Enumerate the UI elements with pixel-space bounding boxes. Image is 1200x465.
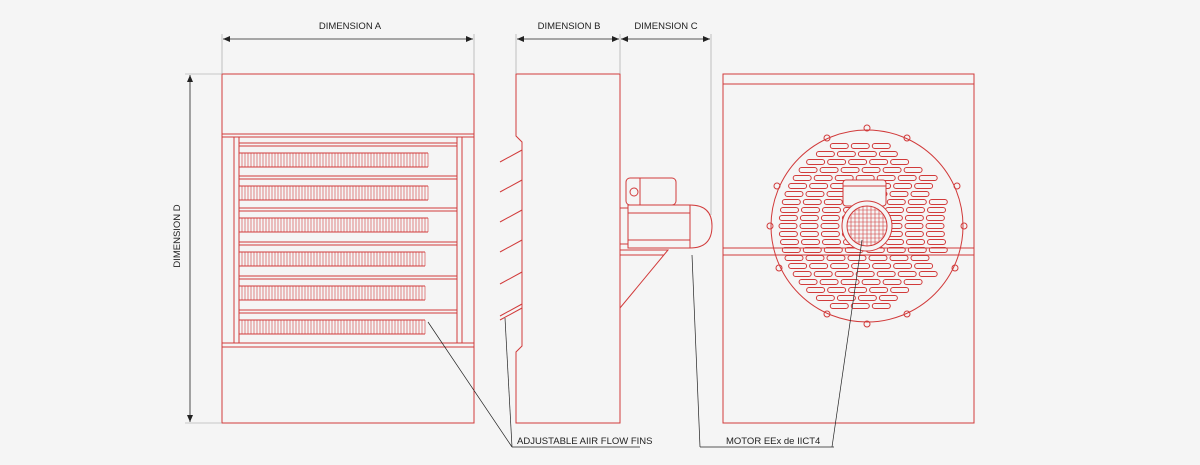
dimension-a-label: DIMENSION A — [319, 21, 382, 32]
fins-callout: ADJUSTABLE AIIR FLOW FINS — [427, 317, 653, 448]
dimension-b: DIMENSION B — [515, 21, 621, 74]
dimension-a: DIMENSION A — [221, 21, 475, 74]
fan-guard-grille — [766, 124, 968, 328]
fins-callout-label: ADJUSTABLE AIIR FLOW FINS — [517, 436, 653, 447]
dimension-b-label: DIMENSION B — [538, 21, 601, 32]
dimension-d-label: DIMENSION D — [172, 204, 183, 267]
side-air-flow-fins — [499, 149, 523, 321]
rear-view — [722, 73, 975, 424]
front-view — [221, 73, 475, 424]
motor-side — [619, 177, 713, 310]
motor-callout-label: MOTOR EEx de IICT4 — [726, 436, 820, 447]
motor-callout: MOTOR EEx de IICT4 — [691, 239, 863, 448]
dimension-c-label: DIMENSION C — [634, 21, 697, 32]
front-fin-grille — [239, 142, 457, 335]
dimension-d: DIMENSION D — [172, 73, 222, 424]
side-view — [499, 73, 713, 424]
motor-rear — [841, 179, 893, 252]
dimension-c: DIMENSION C — [621, 21, 712, 215]
